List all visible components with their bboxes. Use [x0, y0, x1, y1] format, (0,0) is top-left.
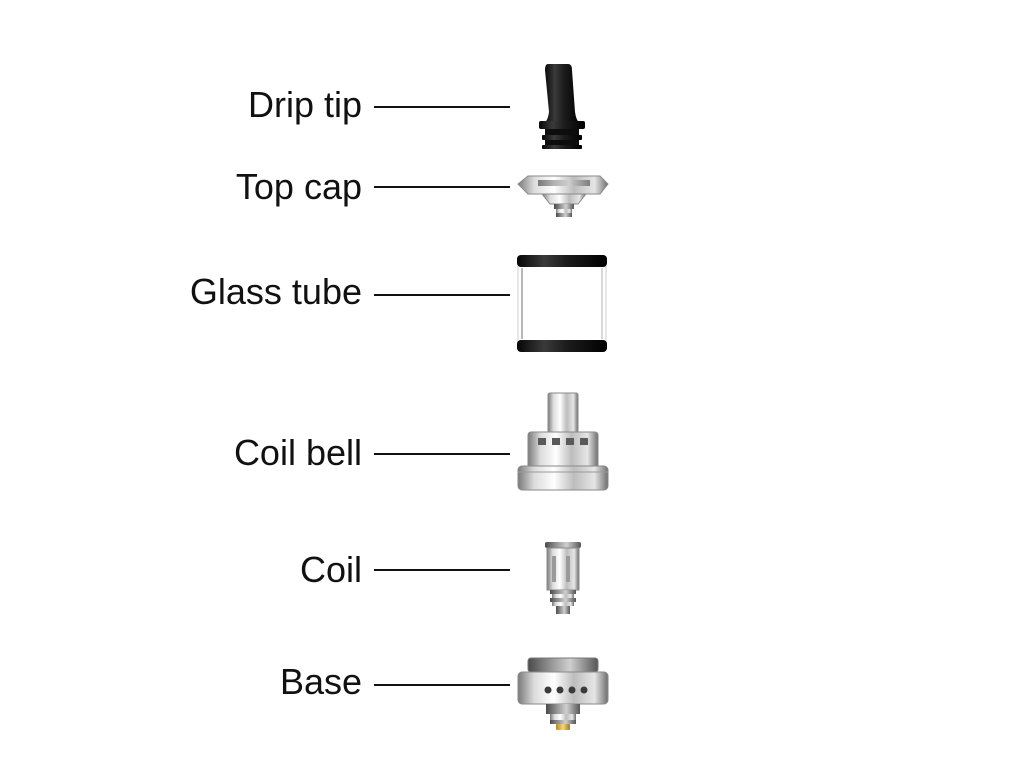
top-cap-icon [517, 175, 609, 217]
part-label-drip-tip: Drip tip [248, 84, 362, 125]
part-label-base: Base [280, 661, 362, 702]
part-label-coil: Coil [300, 549, 362, 590]
part-label-coil-bell: Coil bell [234, 432, 362, 473]
base-icon [517, 657, 609, 730]
part-top-cap: Top cap [236, 166, 609, 217]
coil-bell-icon [517, 392, 609, 491]
part-base: Base [280, 657, 609, 730]
glass-tube-icon [517, 255, 607, 352]
part-label-glass-tube: Glass tube [190, 271, 362, 312]
part-drip-tip: Drip tip [248, 64, 585, 149]
drip-tip-icon [539, 64, 585, 149]
part-coil: Coil [300, 542, 581, 614]
coil-icon [545, 542, 581, 614]
part-label-top-cap: Top cap [236, 166, 362, 207]
part-glass-tube: Glass tube [190, 255, 607, 352]
part-coil-bell: Coil bell [234, 392, 609, 491]
